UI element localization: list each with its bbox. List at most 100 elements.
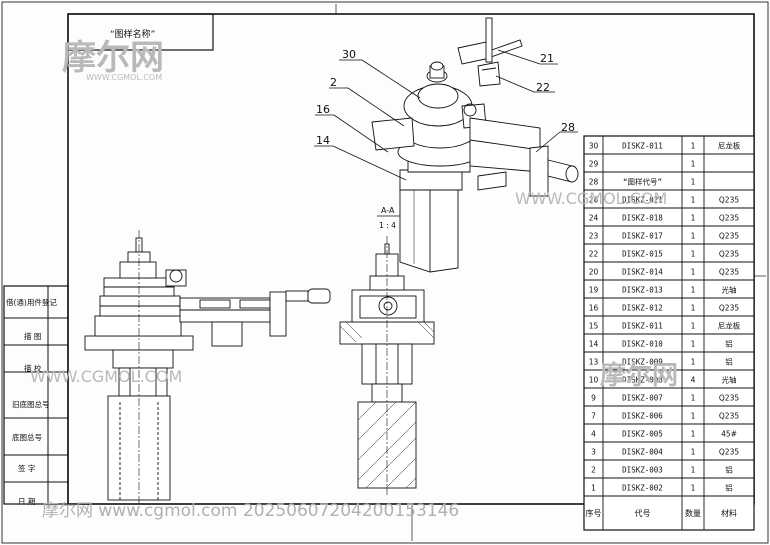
bom-cell-code: DISKZ-011 bbox=[622, 322, 663, 331]
bom-cell-no: 15 bbox=[589, 322, 599, 331]
bom-cell-mat: Q235 bbox=[719, 412, 739, 421]
bom-cell-no: 19 bbox=[589, 286, 599, 295]
bom-cell-qty: 1 bbox=[691, 286, 696, 295]
bom-cell-qty: 1 bbox=[691, 448, 696, 457]
bom-cell-mat: 光轴 bbox=[722, 375, 737, 385]
bom-cell-qty: 1 bbox=[691, 322, 696, 331]
bom-cell-code: DISKZ-008 bbox=[622, 376, 663, 385]
bom-cell-qty: 1 bbox=[691, 358, 696, 367]
watermark-logo-cn: 摩尔网 bbox=[62, 38, 164, 78]
left-row-6: 日 期 bbox=[18, 497, 35, 506]
bom-cell-code: DISKZ-015 bbox=[622, 250, 663, 259]
bom-cell-qty: 4 bbox=[691, 376, 696, 385]
bom-cell-mat: 铝 bbox=[725, 357, 733, 367]
title-box bbox=[67, 13, 214, 51]
bom-cell-qty: 1 bbox=[691, 430, 696, 439]
left-row-3: 旧底图总号 bbox=[12, 399, 50, 409]
bom-header-qty: 数量 bbox=[685, 508, 701, 518]
bom-cell-qty: 1 bbox=[691, 214, 696, 223]
bom-cell-mat: Q235 bbox=[719, 196, 739, 205]
bom-cell-code: DISKZ-004 bbox=[622, 448, 663, 457]
bom-cell-mat: 尼龙板 bbox=[718, 321, 741, 331]
left-row-0: 借(通)用件登记 bbox=[6, 297, 57, 307]
bom-cell-qty: 1 bbox=[691, 304, 696, 313]
bom-cell-code: DISKZ-013 bbox=[622, 286, 663, 295]
bom-cell-no: 7 bbox=[591, 412, 596, 421]
bom-cell-no: 14 bbox=[589, 340, 599, 349]
callout-14: 14 bbox=[316, 134, 330, 147]
bom-cell-code: DISKZ-007 bbox=[622, 394, 663, 403]
bom-cell-qty: 1 bbox=[691, 178, 696, 187]
watermark-footer: 摩尔网 www.cgmol.com 20250607204200153146 bbox=[42, 501, 459, 521]
bom-cell-no: 30 bbox=[589, 142, 599, 151]
bom-header-no: 序号 bbox=[586, 508, 602, 518]
bom-cell-mat: Q235 bbox=[719, 268, 739, 277]
bom-cell-mat: 铝 bbox=[725, 465, 733, 475]
bom-cell-no: 23 bbox=[589, 232, 599, 241]
bom-cell-qty: 1 bbox=[691, 484, 696, 493]
bom-cell-code: DISKZ-003 bbox=[622, 466, 663, 475]
bom-cell-qty: 1 bbox=[691, 160, 696, 169]
bom-cell-code: DISKZ-014 bbox=[622, 268, 663, 277]
watermark-logo-en: WWW.CGMOL.COM bbox=[86, 73, 162, 82]
bom-cell-no: 9 bbox=[591, 394, 596, 403]
callouts bbox=[314, 49, 578, 181]
bom-cell-no: 26 bbox=[589, 196, 599, 205]
bom-cell-code: DISKZ-005 bbox=[622, 430, 663, 439]
bom-cell-mat: Q235 bbox=[719, 394, 739, 403]
bom-header-code: 代号 bbox=[635, 508, 651, 518]
watermark-mid: WWW.CGMOL.COM bbox=[30, 367, 182, 386]
bom-cell-qty: 1 bbox=[691, 340, 696, 349]
bom-cell-qty: 1 bbox=[691, 232, 696, 241]
bom-cell-mat: Q235 bbox=[719, 448, 739, 457]
bom-cell-mat: Q235 bbox=[719, 304, 739, 313]
bom-cell-no: 16 bbox=[589, 304, 599, 313]
bom-cell-mat: 尼龙板 bbox=[718, 141, 741, 151]
bom-cell-qty: 1 bbox=[691, 394, 696, 403]
isometric-view bbox=[371, 17, 579, 273]
callout-16: 16 bbox=[316, 103, 330, 116]
bom-cell-code: DISKZ-021 bbox=[622, 196, 663, 205]
drawing-title: “图样名称” bbox=[110, 28, 155, 40]
callout-22: 22 bbox=[536, 81, 550, 94]
bom-cell-qty: 1 bbox=[691, 196, 696, 205]
callout-30: 30 bbox=[342, 48, 356, 61]
bom-cell-qty: 1 bbox=[691, 466, 696, 475]
callout-2: 2 bbox=[330, 76, 337, 89]
bom-cell-mat: Q235 bbox=[719, 232, 739, 241]
bom-cell-no: 22 bbox=[589, 250, 599, 259]
bom-cell-no: 20 bbox=[589, 268, 599, 277]
bom-cell-code: DISKZ-012 bbox=[622, 304, 663, 313]
bom-cell-qty: 1 bbox=[691, 412, 696, 421]
watermark-right: WWW.CGMOL.COM bbox=[515, 189, 667, 208]
bom-cell-qty: 1 bbox=[691, 142, 696, 151]
bom-cell-code: DISKZ-010 bbox=[622, 340, 663, 349]
bom-cell-mat: 光轴 bbox=[722, 285, 737, 295]
bom-cell-no: 10 bbox=[589, 376, 599, 385]
bom-cell-no: 24 bbox=[589, 214, 599, 223]
callout-21: 21 bbox=[540, 52, 554, 65]
left-row-4: 底图总号 bbox=[12, 432, 42, 442]
bom-cell-mat: 铝 bbox=[725, 483, 733, 493]
section-view bbox=[339, 236, 435, 495]
bom-cell-code: DISKZ-018 bbox=[622, 214, 663, 223]
section-label: A-A bbox=[381, 206, 395, 215]
bom-cell-code: “图样代号” bbox=[623, 177, 662, 187]
bom-cell-no: 4 bbox=[591, 430, 596, 439]
left-row-2: 描 校 bbox=[24, 363, 42, 373]
bom-cell-code: DISKZ-011 bbox=[622, 142, 663, 151]
bom-cell-code: DISKZ-009 bbox=[622, 358, 663, 367]
bom-cell-qty: 1 bbox=[691, 250, 696, 259]
bom-cell-no: 1 bbox=[591, 484, 596, 493]
bom-cell-code: DISKZ-002 bbox=[622, 484, 663, 493]
bom-cell-mat: Q235 bbox=[719, 250, 739, 259]
bom-cell-mat: 45# bbox=[721, 430, 737, 439]
bom-cell-mat: Q235 bbox=[719, 214, 739, 223]
left-row-5: 签 字 bbox=[18, 463, 35, 473]
bom-header-mat: 材料 bbox=[721, 508, 737, 518]
bom-cell-no: 29 bbox=[589, 160, 599, 169]
